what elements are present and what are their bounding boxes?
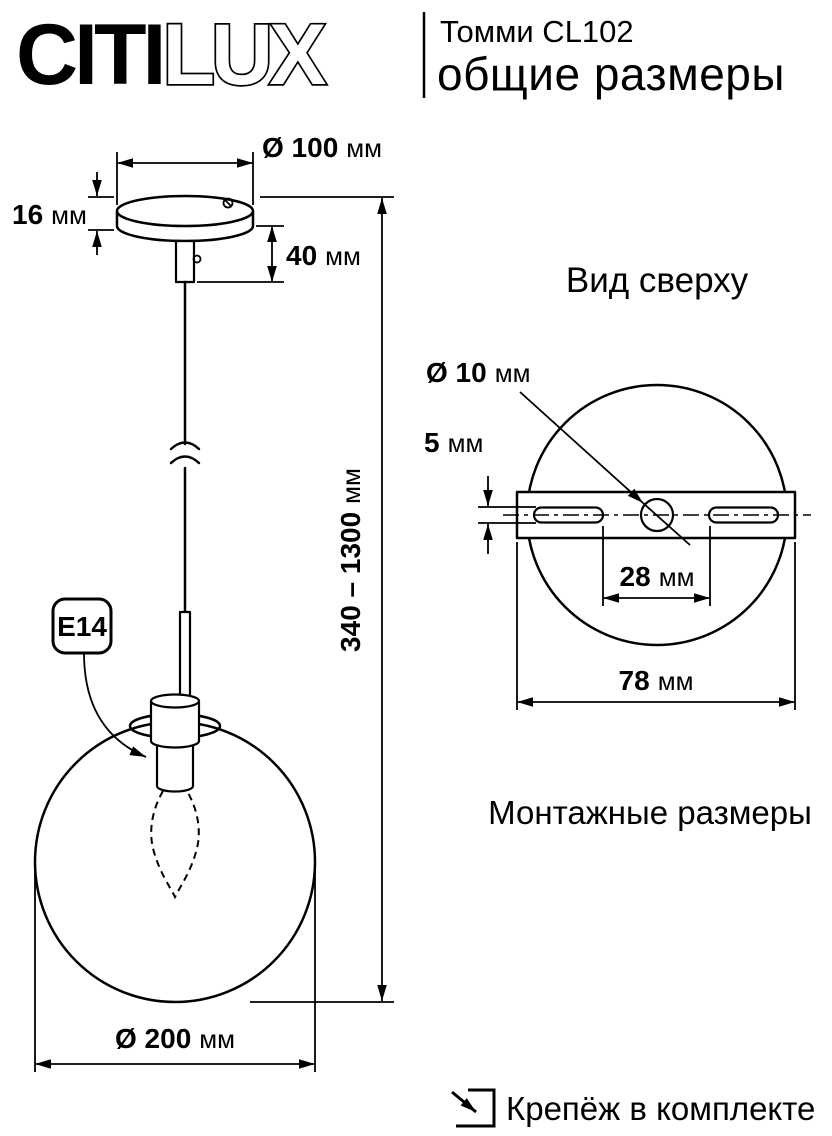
dimension-label: Ø 100 мм bbox=[262, 132, 382, 163]
bulb-outline bbox=[150, 790, 200, 900]
socket-cap-side bbox=[149, 701, 201, 749]
dimension-label: 78 мм bbox=[619, 665, 694, 696]
canopy-screw-icon bbox=[222, 197, 234, 209]
cable-rod bbox=[178, 610, 192, 706]
icon-bracket bbox=[456, 1088, 496, 1128]
dimension-unit: мм bbox=[51, 200, 87, 230]
glass-shade bbox=[33, 693, 317, 1004]
dimension-value: Ø 200 bbox=[115, 1023, 191, 1054]
badge-leader-line bbox=[83, 652, 147, 758]
top-view-title: Вид сверху bbox=[566, 261, 749, 300]
dimension-hole-diameter: Ø 10 мм bbox=[426, 357, 691, 546]
canopy-top bbox=[115, 194, 255, 228]
dimension-overall-height: 340 – 1300 мм bbox=[250, 196, 394, 1003]
badge-frame bbox=[51, 597, 113, 655]
header: CITILUX Томми CL102 общие размеры bbox=[16, 5, 785, 104]
dimension-label: Ø 200 мм bbox=[115, 1023, 235, 1054]
leader-tail bbox=[642, 502, 691, 546]
dimension-value: Ø 100 bbox=[262, 132, 338, 163]
fasteners-included-icon bbox=[451, 1088, 496, 1128]
top-view-caption: Монтажные размеры bbox=[488, 794, 812, 831]
dimension-label: Ø 10 мм bbox=[426, 357, 530, 388]
dimension-label: 28 мм bbox=[620, 561, 695, 592]
dimension-value: 28 bbox=[620, 561, 651, 592]
suspension-cable bbox=[169, 280, 201, 706]
dimension-value: 78 bbox=[619, 665, 650, 696]
dimension-suspension: 40 мм bbox=[197, 225, 361, 283]
dimension-label: 340 – 1300 мм bbox=[335, 468, 366, 652]
dimension-canopy-height: 16 мм bbox=[12, 172, 114, 255]
gland-body bbox=[174, 239, 196, 284]
dimension-unit: мм bbox=[336, 468, 366, 504]
dimension-canopy-diameter: Ø 100 мм bbox=[116, 132, 382, 205]
dimension-value: 40 bbox=[286, 240, 317, 271]
product-model: Томми CL102 bbox=[440, 14, 634, 49]
cable-break-icon bbox=[169, 455, 201, 465]
dimension-unit: мм bbox=[495, 358, 531, 388]
gland-screw-icon bbox=[192, 254, 202, 264]
socket-cap-top bbox=[149, 693, 201, 709]
front-view: Ø 100 мм 16 мм 40 мм 340 – 1300 мм E14 bbox=[12, 132, 394, 1072]
socket-body bbox=[155, 739, 195, 793]
cable-gland bbox=[174, 239, 202, 284]
dimension-unit: мм bbox=[448, 428, 484, 458]
top-view: Вид сверху Ø 10 мм 5 мм 28 мм bbox=[424, 261, 812, 831]
dimension-value: Ø 10 bbox=[426, 357, 487, 388]
dimension-unit: мм bbox=[658, 666, 694, 696]
icon-arrow bbox=[451, 1090, 477, 1114]
dimension-unit: мм bbox=[199, 1024, 235, 1054]
dimension-unit: мм bbox=[325, 241, 361, 271]
dimension-value: 340 – 1300 bbox=[335, 512, 366, 652]
badge-label: E14 bbox=[57, 611, 107, 642]
dimension-plate-length: 78 мм bbox=[516, 542, 796, 710]
socket-type-badge: E14 bbox=[51, 597, 147, 758]
dimension-unit: мм bbox=[346, 133, 382, 163]
canopy-screw-slot bbox=[224, 199, 232, 207]
sheet-subtitle: общие размеры bbox=[437, 48, 785, 100]
footer-note: Крепёж в комплекте bbox=[506, 1090, 815, 1127]
cable-break-icon bbox=[169, 441, 201, 451]
dimension-slot-spacing: 28 мм bbox=[602, 526, 711, 606]
brand-logo-outline: LUX bbox=[162, 7, 326, 103]
footer: Крепёж в комплекте bbox=[451, 1088, 815, 1128]
brand-logo-solid: CITI bbox=[16, 7, 162, 103]
dimension-unit: мм bbox=[659, 562, 695, 592]
brand-logo: CITILUX bbox=[16, 7, 326, 103]
dimension-slot-height: 5 мм bbox=[424, 427, 536, 554]
canopy bbox=[115, 194, 255, 243]
dimension-label: 40 мм bbox=[286, 240, 361, 271]
dimension-value: 16 bbox=[12, 199, 43, 230]
dimension-shade-diameter: Ø 200 мм bbox=[34, 868, 316, 1072]
dimension-label: 16 мм bbox=[12, 199, 87, 230]
dimension-value: 5 bbox=[424, 427, 440, 458]
dimension-label: 5 мм bbox=[424, 427, 483, 458]
leader-line bbox=[519, 391, 644, 504]
